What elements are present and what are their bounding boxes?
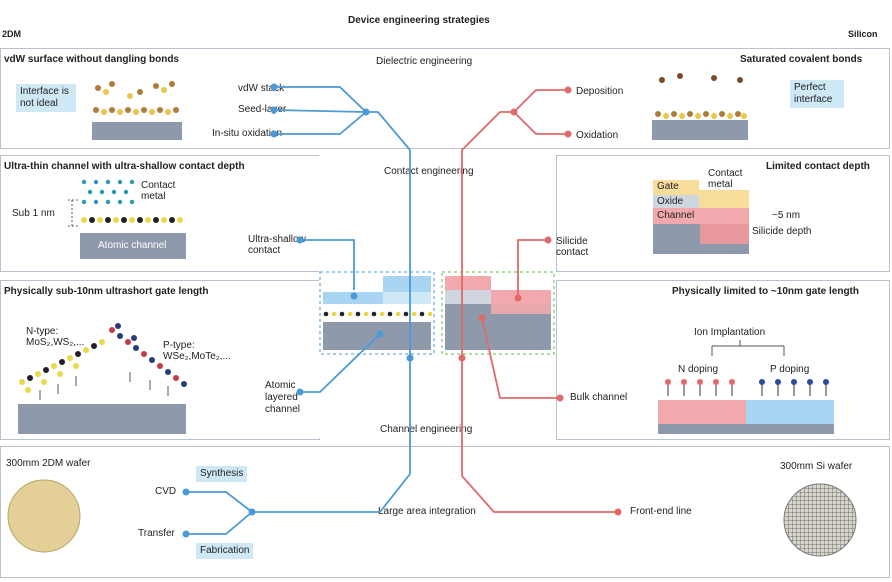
note-line: Interface is bbox=[20, 86, 69, 97]
row1-right-title: Saturated covalent bonds bbox=[740, 54, 863, 65]
silicide-block bbox=[700, 224, 749, 244]
contact-engineering-label: Contact engineering bbox=[384, 166, 474, 177]
contact-metal-block bbox=[699, 190, 749, 210]
ion-implantation-label: Ion Implantation bbox=[694, 327, 766, 338]
silicide-depth-label: Silicide depth bbox=[752, 226, 812, 237]
atomic-channel-label: Atomic channel bbox=[98, 240, 167, 251]
note-line: interface bbox=[794, 94, 833, 105]
line: contact bbox=[248, 245, 281, 256]
sub-1nm-label: Sub 1 nm bbox=[12, 208, 55, 219]
row1-left-title: vdW surface without dangling bonds bbox=[4, 54, 179, 65]
n-doping-label: N doping bbox=[678, 364, 719, 375]
label-silicon: Silicon bbox=[848, 29, 878, 39]
line: Atomic bbox=[265, 380, 296, 391]
contact-metal-label-left: Contact metal bbox=[141, 180, 175, 202]
ptype-label: P-type: WSe₂,MoTe₂,... bbox=[163, 340, 231, 362]
substrate-base bbox=[653, 244, 749, 254]
vdw-stack-label: vdW stack bbox=[238, 83, 285, 94]
diagram-title: Device engineering strategies bbox=[348, 15, 490, 26]
channel-engineering-label: Channel engineering bbox=[380, 424, 473, 435]
large-area-integration-label: Large area integration bbox=[378, 506, 476, 517]
line: P-type: bbox=[163, 340, 195, 351]
transfer-label: Transfer bbox=[138, 528, 175, 539]
ultra-shallow-contact-label: Ultra-shallow contact bbox=[248, 234, 306, 256]
line: contact bbox=[556, 247, 589, 258]
gate-label: Gate bbox=[657, 181, 679, 192]
implant-substrate bbox=[658, 424, 834, 434]
contact-metal-label-right: Contact metal bbox=[708, 168, 742, 190]
front-end-line-label: Front-end line bbox=[630, 506, 692, 517]
atomic-channel-block bbox=[80, 233, 186, 259]
depth-5nm-label: ~5 nm bbox=[772, 210, 801, 221]
line: WSe₂,MoTe₂,... bbox=[163, 351, 231, 362]
line: MoS₂,WS₂,... bbox=[26, 337, 85, 348]
atomic-layered-channel-label: Atomic layered channel bbox=[265, 380, 300, 416]
cvd-label: CVD bbox=[155, 486, 177, 497]
line: channel bbox=[265, 404, 301, 415]
bulk-channel-label: Bulk channel bbox=[570, 392, 628, 403]
right-wafer-label: 300mm Si wafer bbox=[780, 461, 853, 472]
in-situ-oxidation-label: In-situ oxidation bbox=[212, 128, 283, 139]
note-line: not ideal bbox=[20, 98, 58, 109]
perfect-interface-note: Perfect interface bbox=[790, 80, 844, 108]
panel-row4 bbox=[0, 446, 890, 578]
left-wafer-label: 300mm 2DM wafer bbox=[6, 458, 91, 469]
row3-substrate bbox=[18, 404, 186, 434]
channel-label: Channel bbox=[657, 210, 695, 221]
p-doping-label: P doping bbox=[770, 364, 810, 375]
ntype-label: N-type: MoS₂,WS₂,... bbox=[26, 326, 84, 348]
line: Ultra-shallow bbox=[248, 234, 306, 245]
channel-layer bbox=[653, 208, 749, 224]
n-doped-region bbox=[658, 400, 746, 424]
gate-layer bbox=[653, 180, 699, 195]
silicide-contact-label: Silicide contact bbox=[556, 236, 588, 258]
fabrication-box: Fabrication bbox=[196, 543, 254, 559]
line: N-type: bbox=[26, 326, 59, 337]
synthesis-box: Synthesis bbox=[196, 466, 248, 482]
line: metal bbox=[708, 179, 733, 190]
center-band bbox=[319, 155, 555, 438]
p-doped-region bbox=[746, 400, 834, 424]
oxidation-label: Oxidation bbox=[576, 130, 619, 141]
row3-right-title: Physically limited to ~10nm gate length bbox=[672, 286, 859, 297]
dielectric-engineering-label: Dielectric engineering bbox=[376, 56, 473, 67]
seed-layer-label: Seed-layer bbox=[238, 104, 287, 115]
line: Contact bbox=[708, 168, 743, 179]
note-line: Perfect bbox=[794, 82, 826, 93]
line: metal bbox=[141, 191, 166, 202]
row2-right-title: Limited contact depth bbox=[766, 161, 870, 172]
oxide-label: Oxide bbox=[657, 196, 684, 207]
interface-not-ideal-note: Interface is not ideal bbox=[16, 84, 76, 112]
line: Contact bbox=[141, 180, 176, 191]
oxide-layer bbox=[653, 195, 699, 208]
row3-left-title: Physically sub-10nm ultrashort gate leng… bbox=[4, 286, 209, 297]
row2-left-title: Ultra-thin channel with ultra-shallow co… bbox=[4, 161, 245, 172]
label-2dm: 2DM bbox=[2, 29, 22, 39]
line: Silicide bbox=[556, 236, 588, 247]
deposition-label: Deposition bbox=[576, 86, 624, 97]
line: layered bbox=[265, 392, 298, 403]
